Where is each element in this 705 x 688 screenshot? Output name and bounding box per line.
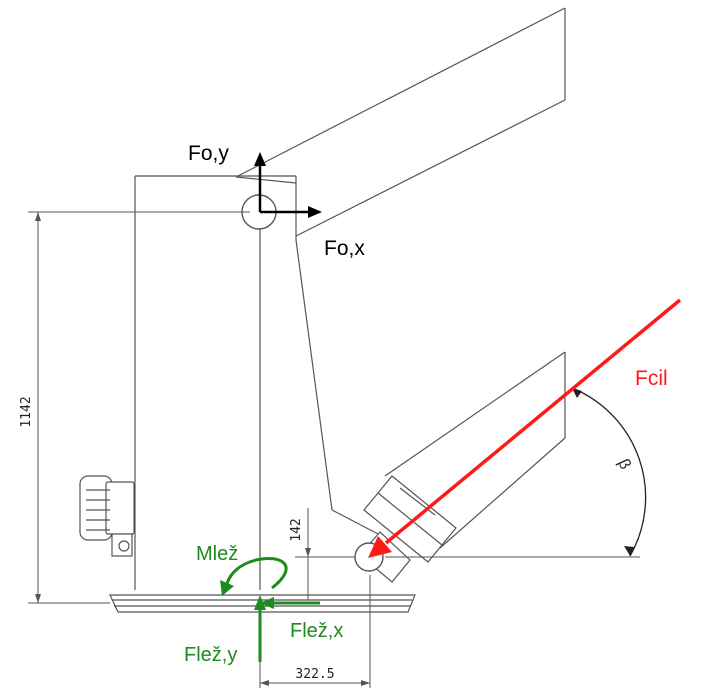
force-flez-y-arrow: [254, 595, 266, 662]
force-fo-x-arrow: [260, 206, 322, 218]
force-fo-y-arrow: [254, 152, 266, 212]
dimension-1142: 1142: [19, 396, 34, 427]
force-fcil-arrow: [368, 298, 682, 558]
force-flez-x-arrow: [260, 597, 320, 609]
beta-arrowhead-bottom: [624, 546, 634, 556]
label-fcil: Fcil: [635, 367, 668, 390]
main-column: [134, 175, 381, 590]
label-flez-x: Flež,x: [290, 620, 343, 642]
dimension-142: 142: [289, 518, 304, 541]
beta-label: β: [614, 457, 633, 473]
hydraulic-cylinder: [359, 351, 566, 583]
label-fo-y: Fo,y: [188, 142, 229, 165]
label-flez-y: Flež,y: [184, 644, 237, 666]
upper-boom: [235, 7, 566, 237]
beta-angle-arc: [571, 387, 647, 557]
label-mlez: Mlež: [196, 543, 238, 565]
beta-arrowhead-top: [572, 388, 582, 398]
dimension-lines: [28, 211, 640, 688]
dimension-322-5: 322.5: [295, 667, 334, 682]
motor: [79, 475, 135, 557]
moment-mlez-arrow: [220, 556, 288, 596]
label-fo-x: Fo,x: [324, 237, 365, 260]
dimension-arrowheads: [35, 212, 370, 686]
